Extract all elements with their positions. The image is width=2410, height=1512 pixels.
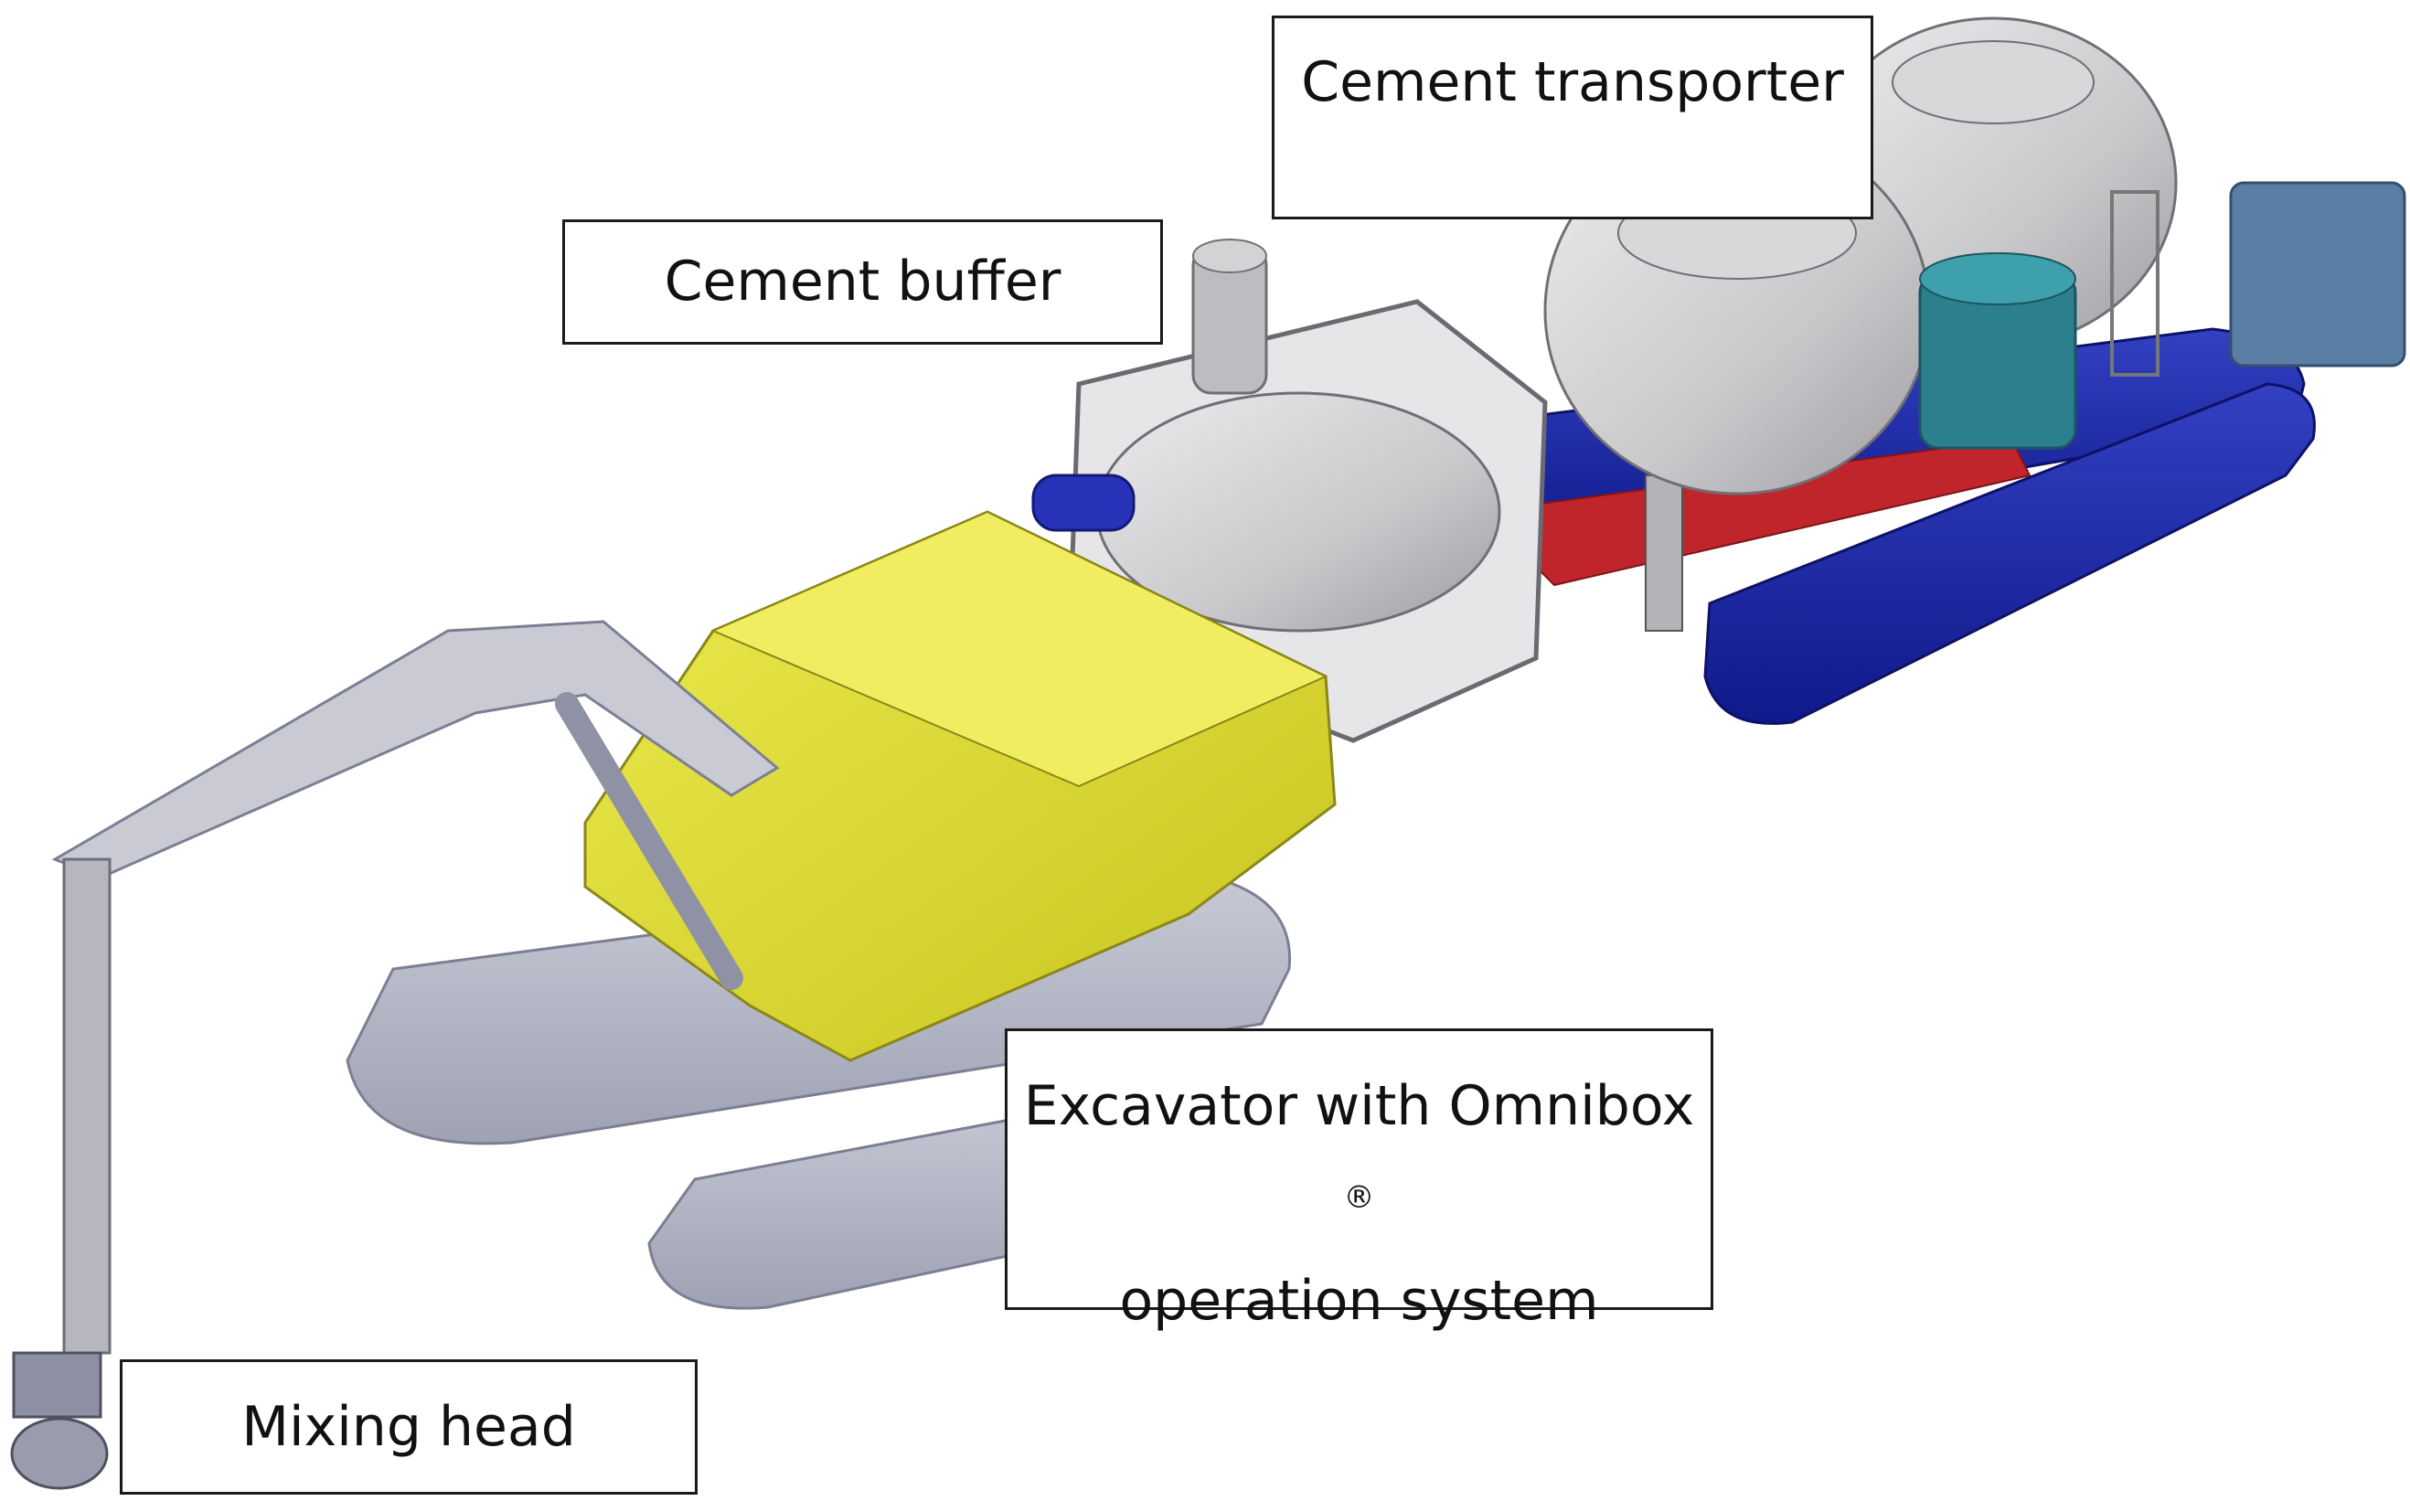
- buffer-column-top: [1192, 239, 1267, 273]
- teal-hopper-top: [1919, 252, 2076, 305]
- mixing-rod: [62, 857, 112, 1355]
- label-mixing-head-text: Mixing head: [241, 1395, 576, 1459]
- label-excavator: Excavator with Omnibox ® operation syste…: [1005, 1028, 1713, 1333]
- label-excavator-line1-text: Excavator with Omnibox: [1023, 1074, 1695, 1138]
- excavator-boom-drawing: [51, 620, 780, 1355]
- blue-pump: [1031, 474, 1136, 532]
- label-mixing-head: Mixing head: [120, 1359, 698, 1495]
- boom-cylinder: [555, 692, 743, 990]
- boom: [51, 620, 780, 879]
- transporter-track-front: [1703, 382, 2316, 725]
- mixing-head-drum: [10, 1417, 109, 1490]
- label-excavator-line2: operation system: [1119, 1269, 1599, 1333]
- cement-transporter-drawing: [1424, 16, 2406, 725]
- ladder: [2110, 190, 2159, 377]
- registered-mark: ®: [1343, 1179, 1375, 1216]
- mixing-head-block: [12, 1351, 102, 1419]
- transporter-support-leg: [1645, 474, 1683, 632]
- excavator-body-drawing: [583, 510, 1337, 1062]
- excavator-housing-top: [710, 510, 1328, 788]
- mixing-head-drawing: [10, 1351, 109, 1490]
- label-excavator-line1: Excavator with Omnibox ®: [1008, 1031, 1711, 1255]
- engine-block: [2229, 181, 2406, 367]
- label-cement-transporter: Cement transporter: [1272, 16, 1873, 219]
- label-cement-buffer-text: Cement buffer: [664, 250, 1061, 314]
- label-cement-buffer: Cement buffer: [562, 219, 1163, 345]
- label-cement-transporter-text: Cement transporter: [1301, 50, 1844, 114]
- tank-rear-lid: [1892, 40, 2095, 124]
